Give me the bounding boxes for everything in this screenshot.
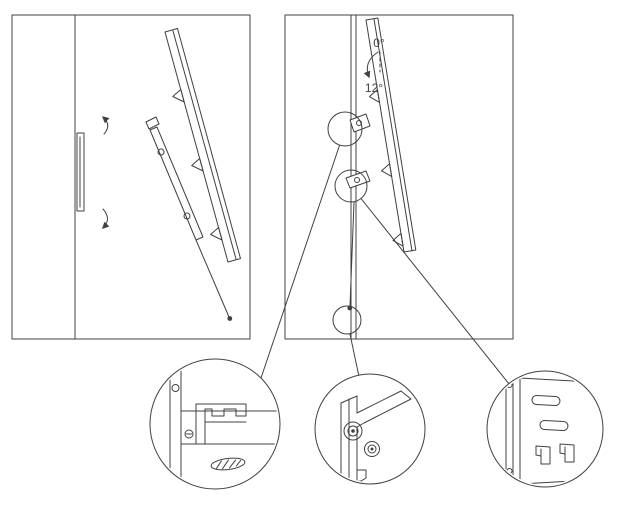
rod-ball-end	[356, 480, 364, 482]
angle-annotation: 0° 12°	[363, 36, 385, 95]
callout-pivot-detail	[314, 373, 426, 485]
rod-mount	[356, 469, 367, 482]
tilt-arrows	[101, 116, 110, 229]
connector-line-3	[360, 198, 510, 385]
tv-bracket-attached	[365, 17, 417, 253]
detail-marker-upper	[327, 111, 363, 147]
callout-rail-detail	[486, 370, 604, 488]
upper-latch	[349, 113, 371, 133]
tilt-arrow-bottom	[102, 208, 110, 229]
bracket-hook-tabs	[368, 89, 404, 247]
detail-markers	[327, 111, 368, 335]
mount-mechanism	[345, 113, 371, 311]
callout-circle-2	[314, 373, 426, 485]
wall-bracket	[76, 132, 85, 212]
pivot-screw-small	[364, 441, 380, 457]
support-arm-left	[145, 116, 233, 321]
tilt-angle-arrow	[363, 51, 379, 79]
hatched-slot	[210, 457, 246, 471]
pivot-detail-drawing	[340, 390, 412, 482]
pivot-bracket	[340, 390, 412, 482]
connector-line-2	[349, 333, 360, 376]
hook-plate	[195, 403, 247, 445]
callout-connectors	[260, 144, 510, 385]
detail-marker-middle	[334, 169, 368, 203]
callout-circle-1	[149, 358, 281, 490]
lower-latch	[345, 170, 371, 189]
support-rod	[195, 239, 230, 318]
bracket-hook-tabs	[172, 89, 223, 241]
callout-circle-3	[486, 370, 604, 488]
rail-slot	[539, 420, 569, 431]
callout-hook-detail	[149, 358, 281, 490]
rail-slot	[531, 395, 561, 406]
angle-label-end: 12°	[365, 81, 383, 95]
pivot-screw	[157, 148, 165, 156]
angle-label-start: 0°	[373, 36, 385, 50]
hook-detail-drawing	[169, 361, 278, 487]
tv-bracket-tilted	[164, 28, 241, 263]
support-rod	[349, 201, 355, 307]
connector-line-1	[260, 144, 341, 379]
rail-hooks	[535, 443, 575, 465]
panel-right-border	[284, 14, 514, 340]
pivot-screw-large	[343, 421, 363, 441]
rod-end	[227, 316, 233, 321]
panel-left	[11, 14, 251, 340]
panel-left-border	[11, 14, 251, 340]
rail-hole	[171, 384, 180, 392]
panel-right: 0° 12°	[284, 14, 514, 340]
arm-hook	[145, 116, 160, 130]
tilt-arrow-top	[101, 116, 110, 135]
detail-marker-lower	[332, 305, 362, 335]
pivot-screw	[183, 212, 191, 220]
screw	[184, 429, 194, 439]
